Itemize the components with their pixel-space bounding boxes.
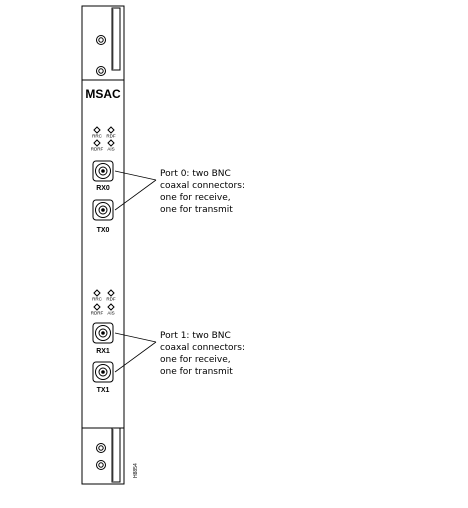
port0-callout-line-2: coaxal connectors: (160, 181, 245, 191)
port1-led-3-label: RDRF (91, 311, 104, 316)
port0-led-3-label: RDRF (91, 147, 104, 152)
port1-led-1 (93, 289, 101, 297)
port1-callout: Port 1: two BNC coaxal connectors: one f… (114, 331, 245, 377)
figure-id: H8854 (133, 463, 139, 478)
port1-led-2 (107, 289, 115, 297)
port1-led-4-label: AIS (107, 311, 114, 316)
port0-led-3 (93, 139, 101, 147)
port0-callout-leader-rx (114, 170, 157, 181)
port1-tx-bnc-connector (92, 361, 114, 383)
port0-callout-line-3: one for receive, (160, 193, 231, 203)
port0-rx-label: RX0 (96, 185, 110, 192)
port1-led-1-label: RRC (92, 297, 102, 302)
top-ejector (111, 7, 121, 71)
screw-top-2 (96, 66, 106, 76)
port0-led-4 (107, 139, 115, 147)
port1-led-4 (107, 303, 115, 311)
port1-rx-bnc-connector (92, 322, 114, 344)
screw-bottom-2 (96, 460, 106, 470)
port0-rx-bnc-connector (92, 160, 114, 182)
port0-tx-label: TX0 (97, 227, 110, 234)
port1-callout-leader-tx (114, 341, 157, 373)
port0-callout-line-4: one for transmit (160, 205, 233, 215)
port1-led-2-label: RDF (106, 297, 115, 302)
port1-callout-leader-rx (114, 332, 157, 343)
port0-led-2 (107, 126, 115, 134)
port0-led-2-label: RDF (106, 134, 115, 139)
port1-rx-label: RX1 (96, 348, 110, 355)
port0-led-group: RRC RDF RDRF AIS (91, 126, 116, 152)
screw-bottom-1 (96, 443, 106, 453)
port0-callout-leader-tx (114, 179, 157, 211)
port1-tx-label: TX1 (97, 387, 110, 394)
port0-callout-line-1: Port 0: two BNC (160, 169, 231, 179)
port0-callout: Port 0: two BNC coaxal connectors: one f… (114, 169, 245, 215)
port1-callout-line-1: Port 1: two BNC (160, 331, 231, 341)
port0-tx-bnc-connector (92, 199, 114, 221)
port0-led-1 (93, 126, 101, 134)
port1-callout-line-4: one for transmit (160, 367, 233, 377)
port1-led-3 (93, 303, 101, 311)
card-name-label: MSAC (85, 87, 121, 101)
port1-callout-line-3: one for receive, (160, 355, 231, 365)
port1-callout-line-2: coaxal connectors: (160, 343, 245, 353)
port0-led-4-label: AIS (107, 147, 114, 152)
card-panel (81, 5, 125, 485)
screw-top-1 (96, 35, 106, 45)
card-outline (81, 5, 125, 485)
port1-led-group: RRC RDF RDRF AIS (91, 289, 116, 316)
port0-led-1-label: RRC (92, 134, 102, 139)
